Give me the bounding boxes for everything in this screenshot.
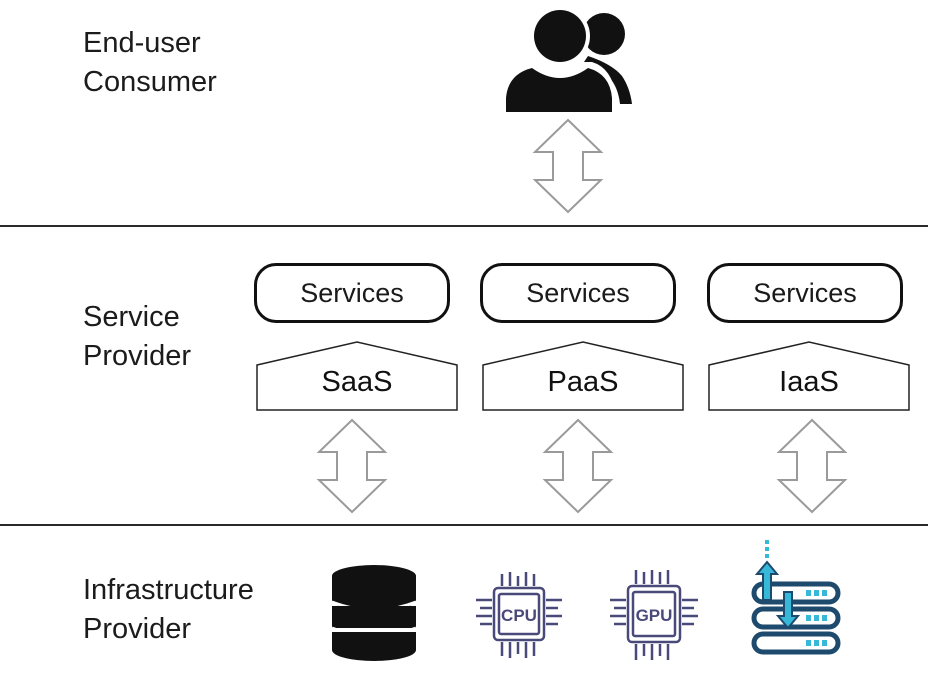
services-box-saas: Services (254, 263, 450, 323)
infrastructure-label-line2: Provider (83, 613, 191, 645)
bidirectional-arrow-saas (316, 418, 388, 514)
database-icon (331, 565, 417, 661)
tier-iaas-label: IaaS (779, 366, 839, 398)
service-provider-label-line1: Service (83, 301, 180, 333)
end-user-label-line2: Consumer (83, 66, 217, 98)
services-label: Services (526, 277, 630, 308)
services-label: Services (300, 277, 404, 308)
tier-iaas-shape (708, 341, 910, 411)
services-box-paas: Services (480, 263, 676, 323)
tier-saas-label: SaaS (321, 366, 393, 398)
tier-paas: PaaS (482, 340, 684, 412)
bidirectional-arrow-paas (542, 418, 614, 514)
services-box-iaas: Services (707, 263, 903, 323)
tier-iaas: IaaS (708, 340, 910, 412)
bidirectional-arrow-iaas (776, 418, 848, 514)
cpu-icon: CPU (476, 572, 562, 658)
end-user-label-line1: End-user (83, 27, 201, 59)
tier-saas-shape (256, 341, 458, 411)
service-provider-label-line2: Provider (83, 340, 191, 372)
infrastructure-provider-label: Infrastructure Provider (83, 571, 254, 649)
infrastructure-label-line1: Infrastructure (83, 574, 254, 606)
tier-paas-shape (482, 341, 684, 411)
users-icon (504, 6, 632, 112)
services-label: Services (753, 277, 857, 308)
bidirectional-arrow-consumer (532, 118, 604, 214)
service-provider-label: Service Provider (83, 298, 191, 376)
gpu-icon-text: GPU (636, 606, 673, 625)
tier-paas-label: PaaS (547, 366, 619, 398)
end-user-consumer-label: End-user Consumer (83, 24, 217, 102)
layer-divider-top (0, 225, 928, 227)
cpu-icon-text: CPU (501, 606, 537, 625)
layer-divider-bottom (0, 524, 928, 526)
gpu-icon: GPU (610, 570, 698, 660)
tier-saas: SaaS (256, 340, 458, 412)
server-transfer-icon (751, 540, 841, 655)
